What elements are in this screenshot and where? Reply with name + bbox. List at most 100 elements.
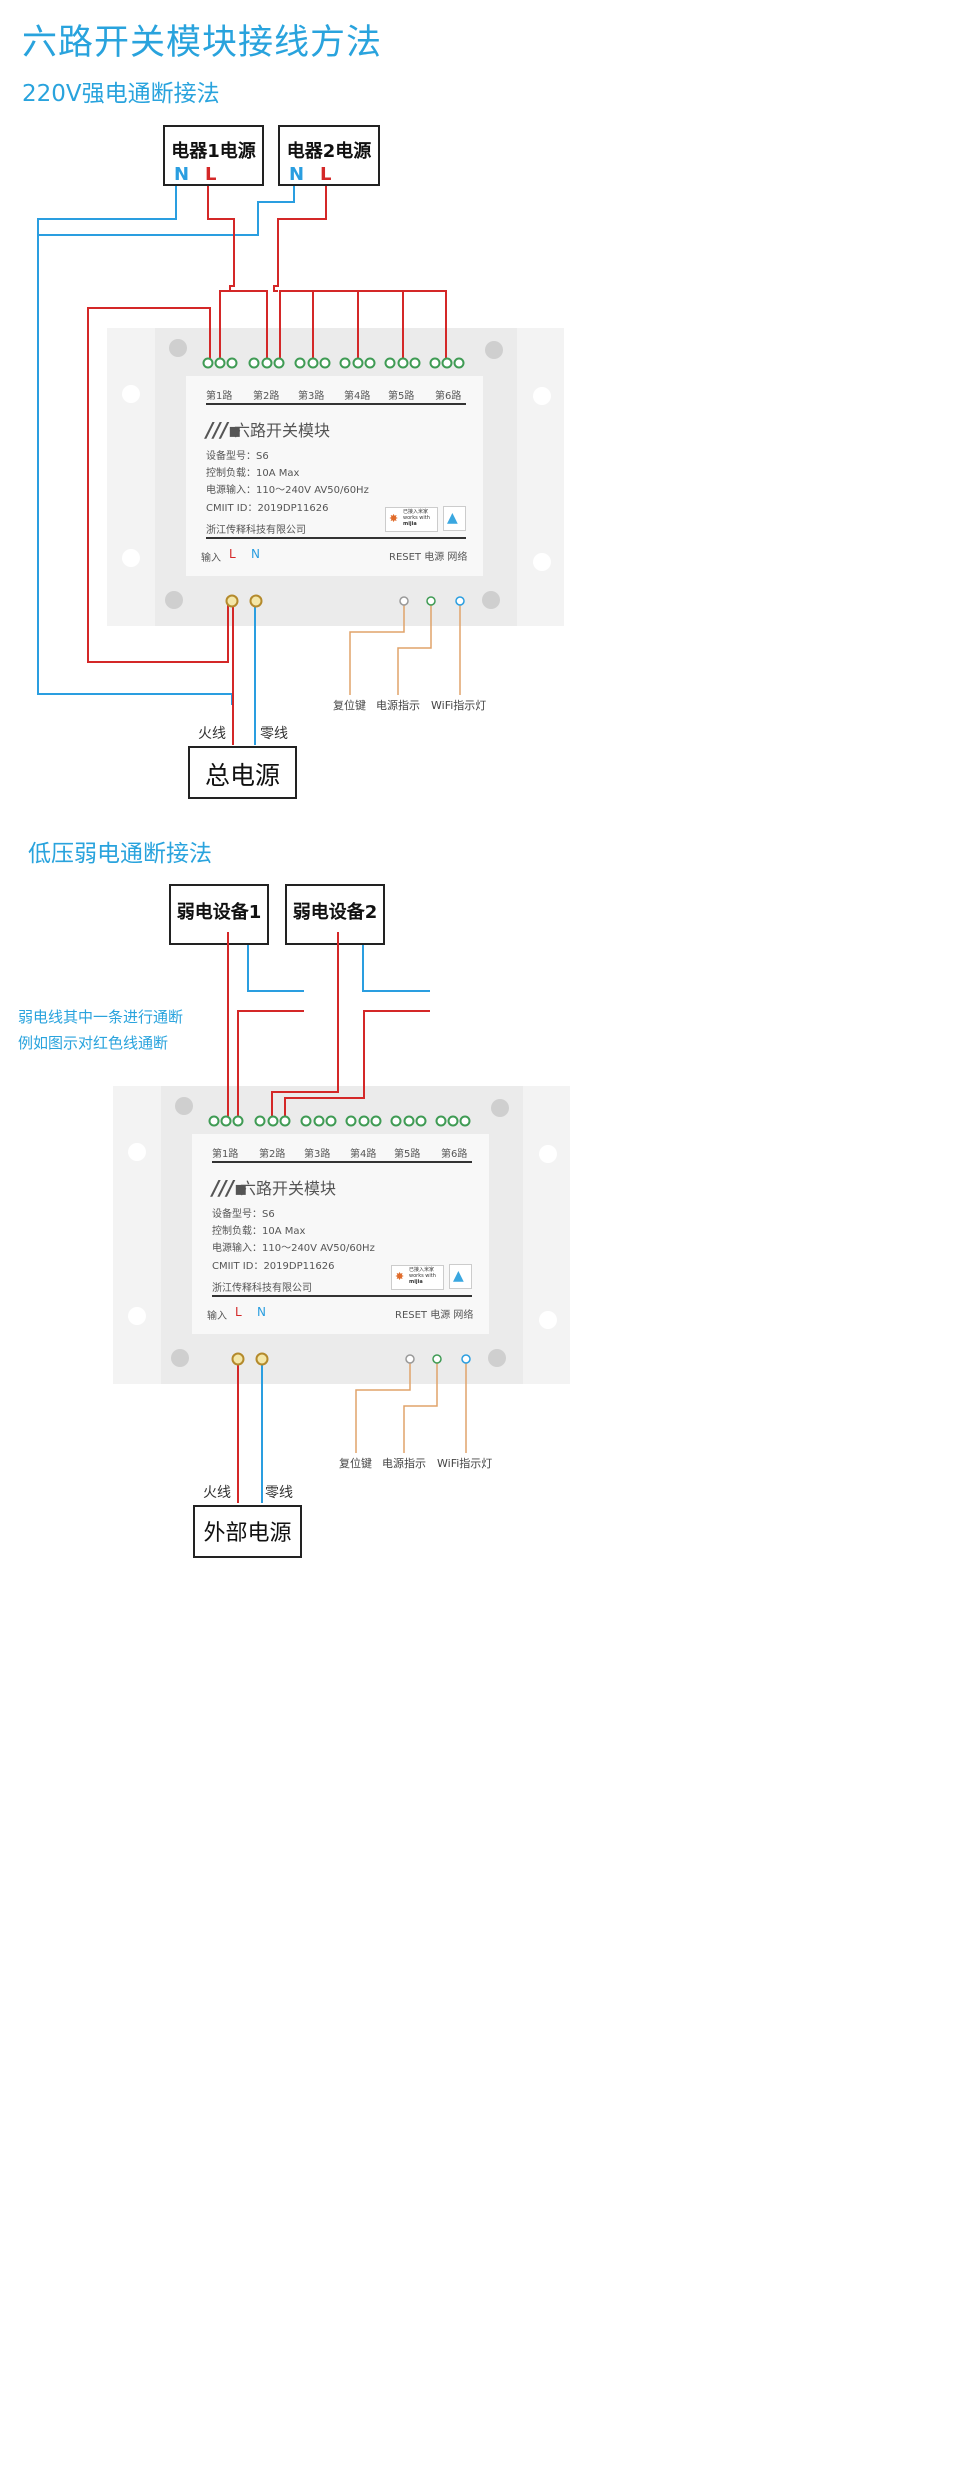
s2-note-line2: 例如图示对红色线通断	[18, 1034, 169, 1052]
m1-input-label: 输入	[201, 553, 221, 564]
m1-spec-power: 电源输入：110～240V AV50/60Hz	[206, 485, 369, 496]
m2-ch6: 第6路	[441, 1149, 468, 1160]
m2-mount-3	[539, 1145, 557, 1163]
m1-input-n: N	[251, 547, 260, 561]
m2-app-icon: ▲	[453, 1268, 464, 1284]
m2-mijia-text-3: mijia	[409, 1279, 423, 1285]
s2-wire-dev2-red-a	[271, 932, 339, 1120]
s2-terminals	[208, 1115, 471, 1366]
s2-neutral-label: 零线	[265, 1485, 293, 1501]
s1-term-3b	[307, 357, 319, 369]
m1-mount-1	[122, 385, 140, 403]
device1-box: 弱电设备1	[169, 884, 269, 945]
s1-term-3a	[294, 357, 306, 369]
device1-title: 弱电设备1	[176, 902, 262, 923]
m2-spec-load: 控制负载：10A Max	[212, 1226, 306, 1237]
s2-live-label: 火线	[203, 1485, 231, 1501]
m2-spec-cmiit: CMIIT ID：2019DP11626	[212, 1261, 335, 1272]
m2-screw-holes	[171, 1097, 509, 1367]
appliance2-n: N	[289, 164, 305, 185]
s2-orange-leads	[355, 1363, 467, 1453]
s2-red-wires	[227, 932, 430, 1503]
s2-wire-dev1-blue	[247, 945, 304, 992]
s1-term-6c	[453, 357, 465, 369]
s1-neutral-label: 零线	[260, 726, 288, 742]
m1-logo-icon: ///▪	[206, 418, 242, 442]
s2-term-5b	[403, 1115, 415, 1127]
m1-spec-cmiit: CMIIT ID：2019DP11626	[206, 503, 329, 514]
s1-live-label: 火线	[198, 726, 226, 742]
m1-input-l: L	[229, 547, 236, 561]
s2-term-2a	[254, 1115, 266, 1127]
m2-app-badge: ▲	[449, 1264, 472, 1289]
s1-term-1b	[214, 357, 226, 369]
s2-wire-dev1-red-b	[237, 1010, 304, 1120]
m2-spec-power: 电源输入：110～240V AV50/60Hz	[212, 1243, 375, 1254]
appliance1-box: 电器1电源 N L	[163, 125, 264, 186]
s1-term-1a	[202, 357, 214, 369]
s2-led-wifi	[461, 1354, 471, 1364]
s2-led-reset	[405, 1354, 415, 1364]
m1-app-icon: ▲	[447, 510, 458, 526]
m2-mijia-text: 已接入米家 works with mijia	[409, 1267, 436, 1285]
s2-term-5a	[390, 1115, 402, 1127]
s2-term-3a	[300, 1115, 312, 1127]
s1-led-reset	[399, 596, 409, 606]
m1-spec-model: 设备型号：S6	[206, 451, 269, 462]
s1-term-4c	[364, 357, 376, 369]
m2-mijia-badge: ✸ 已接入米家 works with mijia	[391, 1265, 444, 1290]
m2-label-wifi: WiFi指示灯	[437, 1457, 493, 1470]
s1-term-5c	[409, 357, 421, 369]
s1-wire-ch2-ch3	[279, 290, 314, 362]
s2-term-6b	[447, 1115, 459, 1127]
m2-screw-bl	[171, 1349, 189, 1367]
m2-ch3: 第3路	[304, 1149, 331, 1160]
s1-term-1c	[226, 357, 238, 369]
appliance1-l: L	[205, 164, 217, 185]
s1-term-live	[225, 594, 239, 608]
m2-spec-model: 设备型号：S6	[212, 1209, 275, 1220]
m2-input-l: L	[235, 1305, 242, 1319]
s2-term-neutral	[255, 1352, 269, 1366]
s2-led-power	[432, 1354, 442, 1364]
s2-wire-dev2-blue	[362, 945, 430, 992]
s2-term-4c	[370, 1115, 382, 1127]
s1-term-5a	[384, 357, 396, 369]
s1-power-title: 总电源	[204, 761, 280, 790]
s2-wire-dev2-red-b	[284, 1010, 430, 1120]
s1-led-power	[426, 596, 436, 606]
m2-screw-tr	[491, 1099, 509, 1117]
s2-note-line1: 弱电线其中一条进行通断	[18, 1008, 184, 1026]
m1-screw-tr	[485, 341, 503, 359]
s2-term-2c	[279, 1115, 291, 1127]
m2-divider-bottom	[212, 1295, 472, 1297]
m1-mijia-text: 已接入米家 works with mijia	[403, 509, 430, 527]
m1-ch3: 第3路	[298, 391, 325, 402]
m2-ch1: 第1路	[212, 1149, 239, 1160]
m1-mijia-text-2: works with	[403, 515, 430, 521]
s2-power-title: 外部电源	[203, 1521, 292, 1546]
section1-title: 220V强电通断接法	[22, 81, 220, 107]
appliance2-title: 电器2电源	[286, 141, 372, 162]
m1-indicators: RESET 电源 网络	[389, 552, 468, 563]
s1-term-5b	[397, 357, 409, 369]
s1-term-neutral	[249, 594, 263, 608]
s1-wire-jumper-a	[229, 283, 235, 292]
page-title: 六路开关模块接线方法	[22, 23, 383, 63]
appliance1-title: 电器1电源	[171, 141, 256, 162]
module1-panel	[186, 376, 483, 576]
m1-mijia-icon: ✸	[389, 512, 399, 525]
m2-indicators: RESET 电源 网络	[395, 1310, 474, 1321]
appliance2-box: 电器2电源 N L	[278, 125, 380, 186]
m1-screw-bl	[165, 591, 183, 609]
m1-ch6: 第6路	[435, 391, 462, 402]
m1-mijia-text-3: mijia	[403, 521, 417, 527]
m2-mount-holes	[128, 1143, 557, 1329]
s2-lead-reset	[355, 1363, 411, 1453]
wiring-diagram	[37, 186, 557, 1503]
s1-term-4a	[339, 357, 351, 369]
m2-module-name: 六路开关模块	[240, 1179, 337, 1198]
m1-mount-holes	[122, 385, 551, 571]
s1-lead-power	[397, 605, 432, 695]
m1-screw-tl	[169, 339, 187, 357]
